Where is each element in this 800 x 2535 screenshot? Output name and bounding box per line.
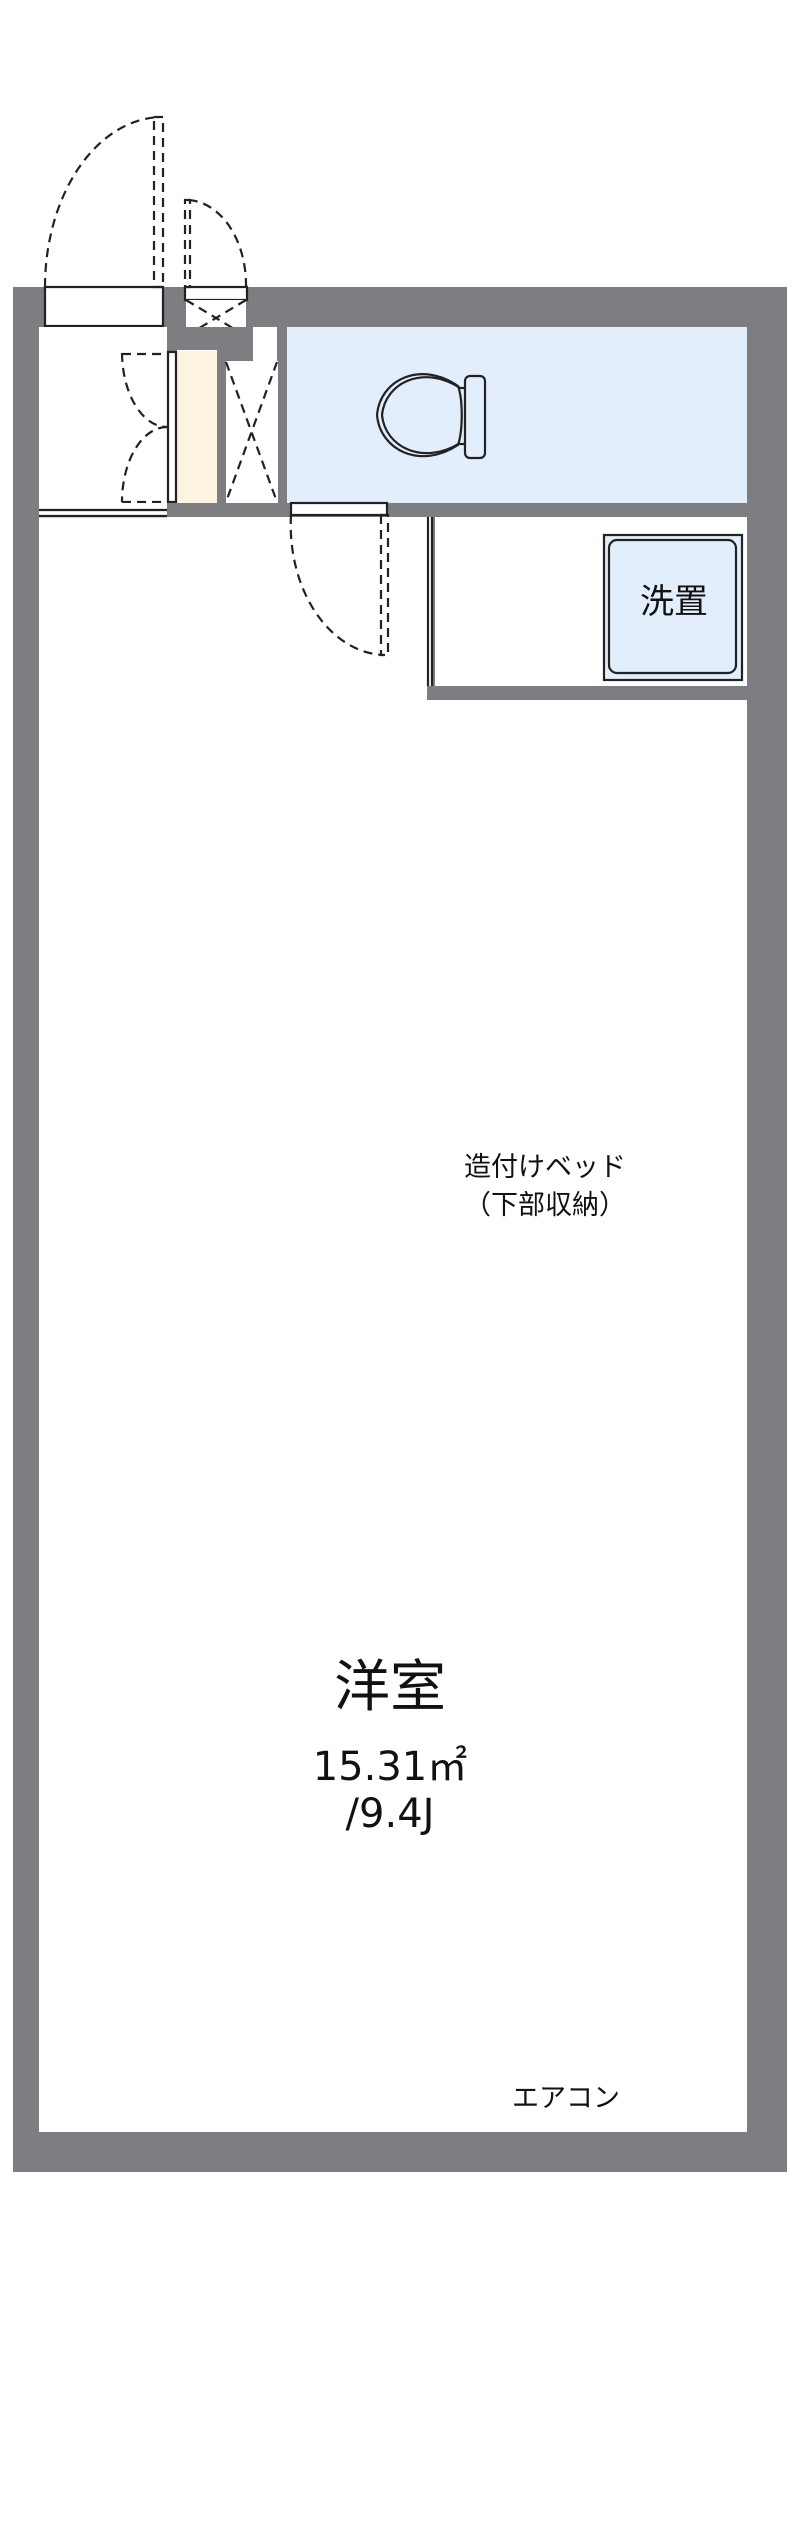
- entrance-door[interactable]: [43, 115, 165, 328]
- entry-floor: [39, 327, 167, 503]
- toilet-door[interactable]: [289, 501, 390, 657]
- pipe-shaft: [224, 361, 279, 503]
- washer-space-label: 洗置: [640, 582, 708, 622]
- room-name: 洋室: [334, 1655, 446, 1720]
- shoe-closet: [177, 351, 217, 503]
- meter-box-door[interactable]: [183, 198, 249, 337]
- toilet-room: [287, 327, 747, 503]
- built-in-bed-sublabel: （下部収納）: [464, 1190, 626, 1221]
- air-conditioner-label: エアコン: [512, 2083, 620, 2114]
- built-in-bed-label: 造付けベッド: [464, 1152, 626, 1183]
- room-tatami: /9.4J: [345, 1791, 435, 1837]
- shoe-closet-doors[interactable]: [120, 352, 168, 504]
- washer-space: [602, 533, 744, 682]
- partition-wall: [167, 503, 747, 517]
- toilet: [370, 370, 490, 465]
- exterior-walls: [13, 287, 787, 2172]
- room-area: 15.31㎡: [312, 1744, 468, 1790]
